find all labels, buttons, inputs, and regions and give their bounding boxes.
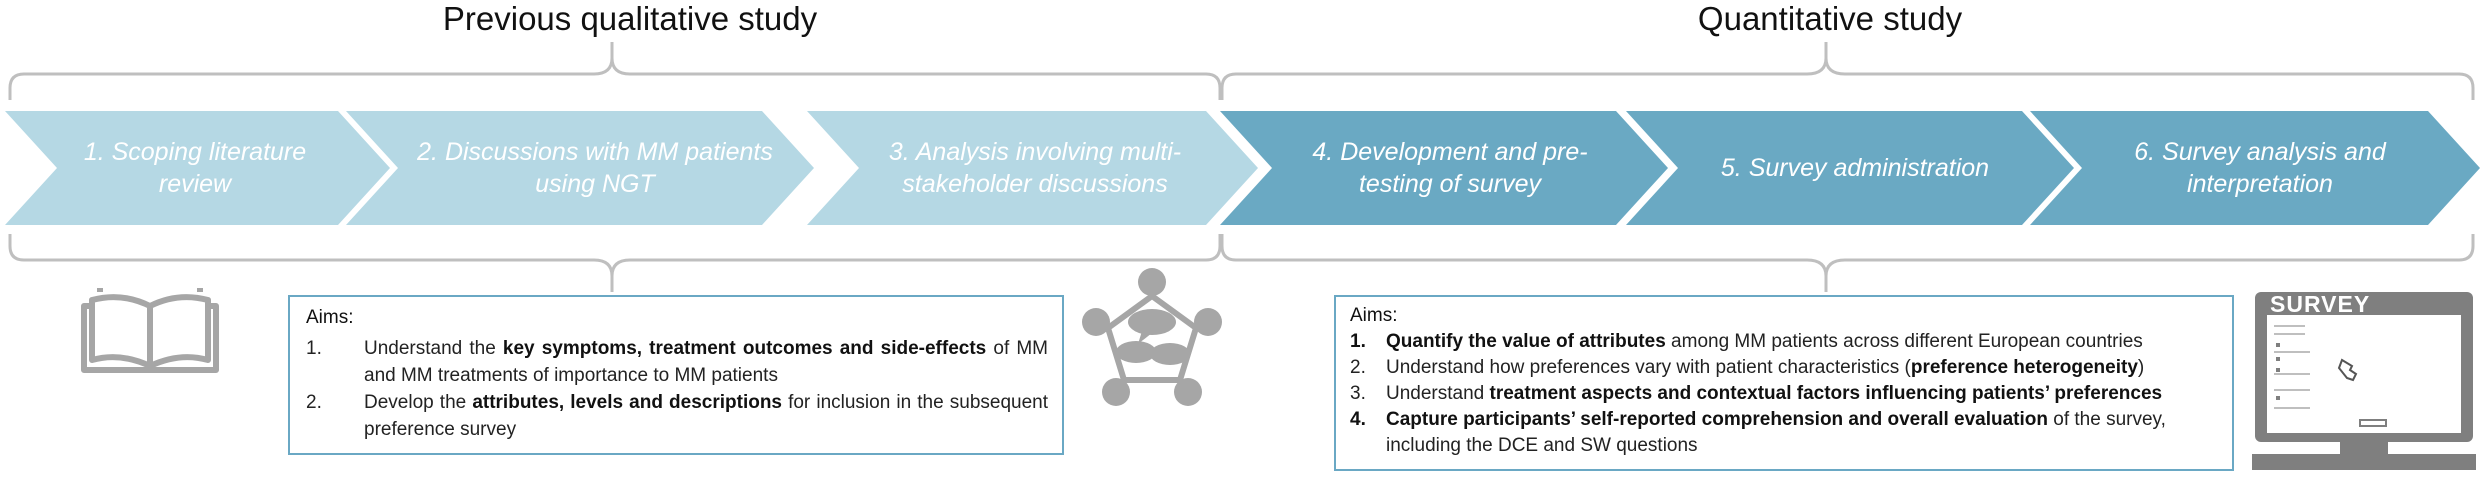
top-bracket-quantitative [1220,42,2475,100]
bottom-bracket-qualitative [8,234,1222,292]
aims-box-quantitative: Aims: 1. Quantify the value of attribute… [1334,295,2234,471]
chevron-step-6 [2030,111,2480,225]
aims-item: 4. Capture participants’ self-reported c… [1350,407,2218,459]
aims-item-text: Develop the attributes, levels and descr… [364,392,1048,440]
bottom-brackets [8,234,2475,292]
pointer-hand-icon [2337,358,2358,382]
aims-item-text: Understand the key symptoms, treatment o… [364,338,1049,386]
aims-box-qualitative: Aims: 1. Understand the key symptoms, tr… [288,295,1064,455]
bottom-bracket-quantitative [1220,234,2475,292]
aims-item-number: 3. [1350,383,1366,404]
top-brackets [8,42,2475,100]
aims-item: 3. Understand treatment aspects and cont… [1350,381,2218,407]
step-6-label: 6. Survey analysis and interpretation [2134,138,2386,198]
step-4-label: 4. Development and pre-testing of survey [1312,138,1588,198]
aims-item-number: 1. [306,338,322,359]
aims-title: Aims: [306,307,354,328]
chevron-step-2 [346,111,814,225]
quantitative-study-title: Quantitative study [1697,0,1963,37]
chevrons [5,111,2480,225]
aims-item: 1. Understand the key symptoms, treatmen… [306,335,1048,389]
aims-item-number: 2. [306,392,322,413]
chevron-step-5 [1626,111,2074,225]
aims-item-number: 2. [1350,357,1366,378]
aims-item-text: Understand how preferences vary with pat… [1386,357,2145,378]
aims-item-number: 1. [1350,331,1366,352]
step-3-label: 3. Analysis involving multi-stakeholder … [888,138,1182,198]
survey-screen-title: SURVEY [2270,291,2371,317]
top-bracket-qualitative [8,42,1222,100]
aims-item: 2. Develop the attributes, levels and de… [306,389,1048,443]
aims-item-text: Understand treatment aspects and context… [1386,383,2163,404]
aims-item: 1. Quantify the value of attributes amon… [1350,329,2218,355]
chevron-step-4 [1220,111,1668,225]
open-book-icon [81,288,219,373]
step-2-label: 2. Discussions with MM patients using NG… [417,138,773,198]
aims-item-number: 4. [1350,409,1366,430]
chevron-step-3 [807,111,1258,225]
step-1-label: 1. Scoping literature review [83,138,307,198]
aims-title: Aims: [1350,305,1398,326]
chevron-step-1 [5,111,390,225]
qualitative-study-title: Previous qualitative study [442,0,818,37]
aims-item-text: Capture participants’ self-reported comp… [1386,409,2166,456]
survey-monitor-icon [2252,292,2476,470]
aims-item: 2. Understand how preferences vary with … [1350,355,2218,381]
aims-item-text: Quantify the value of attributes among M… [1386,331,2143,352]
group-discussion-icon [1082,268,1222,406]
step-5-label: 5. Survey administration [1720,154,1990,182]
